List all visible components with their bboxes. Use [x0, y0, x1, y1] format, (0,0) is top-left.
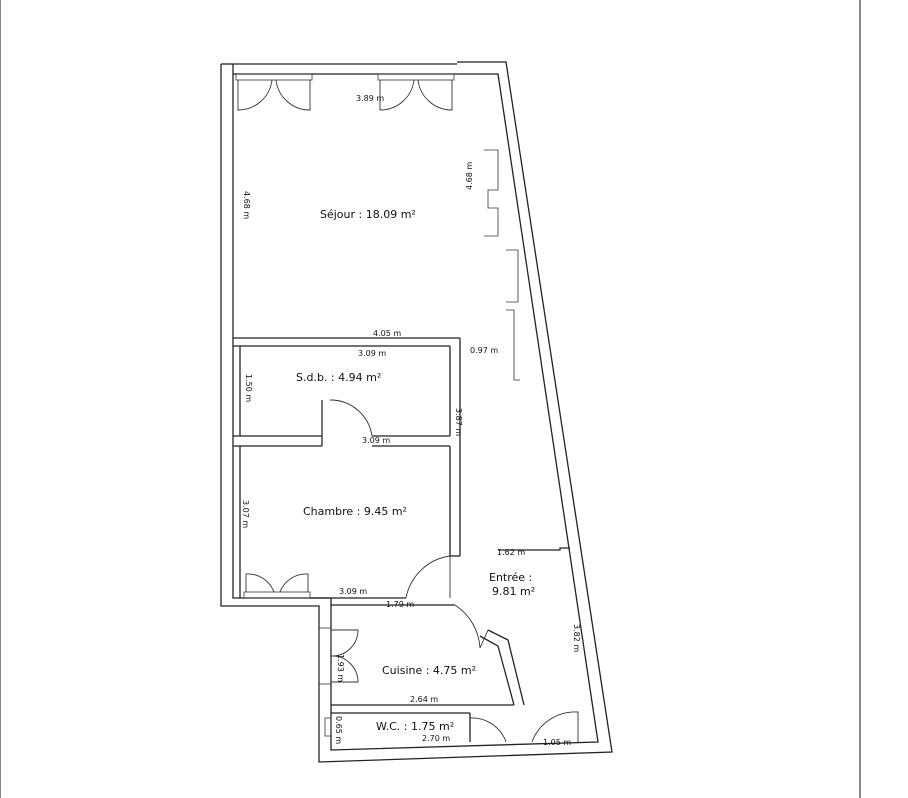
dim-sejour-bottom: 4.05 m [373, 329, 401, 338]
label-chambre: Chambre : 9.45 m² [303, 505, 407, 518]
window-chambre [243, 573, 311, 599]
door-entree [531, 711, 579, 743]
dim-wc-left: 0.65 m [334, 716, 343, 744]
dim-sdb-left: 1.50 m [244, 374, 253, 402]
dim-sdb-top: 3.09 m [358, 349, 386, 358]
dim-entree-right: 3.82 m [572, 624, 581, 652]
dim-entree-top: 1.62 m [497, 548, 525, 557]
label-sejour: Séjour : 18.09 m² [320, 208, 416, 221]
door-wc [469, 717, 507, 743]
label-entree-2: 9.81 m² [492, 585, 535, 598]
interior-walls [233, 337, 570, 742]
dim-sdb-bottom: 3.09 m [362, 436, 390, 445]
label-cuisine: Cuisine : 4.75 m² [382, 664, 476, 677]
dim-entree-door: 1.05 m [543, 738, 571, 747]
dim-chambre-bottom: 3.09 m [339, 587, 367, 596]
dim-sejour-left: 4.68 m [242, 191, 251, 219]
dim-wc-bottom: 2.70 m [422, 734, 450, 743]
window-top-left [235, 73, 313, 111]
label-entree-1: Entrée : [489, 571, 532, 584]
door-cuisine [454, 604, 489, 649]
door-sdb [321, 399, 373, 437]
dim-sejour-right: 4.68 m [465, 162, 474, 190]
dim-right-wall: 3.87 m [454, 408, 463, 436]
dim-corridor: 0.97 m [470, 346, 498, 355]
label-sdb: S.d.b. : 4.94 m² [296, 371, 381, 384]
dim-chambre-left: 3.07 m [241, 500, 250, 528]
dim-sejour-top: 3.89 m [356, 94, 384, 103]
label-wc: W.C. : 1.75 m² [376, 720, 454, 733]
dim-cuisine-left: 1.93 m [336, 654, 345, 682]
outer-wall [220, 61, 613, 763]
right-wall-jogs [484, 149, 520, 381]
door-chambre [405, 555, 451, 599]
dim-cuisine-bottom: 2.64 m [410, 695, 438, 704]
window-wc [324, 717, 332, 737]
top-wall [233, 63, 457, 75]
window-cuisine [318, 627, 359, 685]
window-top-right [377, 73, 455, 111]
dim-cuisine-top: 1.79 m [386, 600, 414, 609]
